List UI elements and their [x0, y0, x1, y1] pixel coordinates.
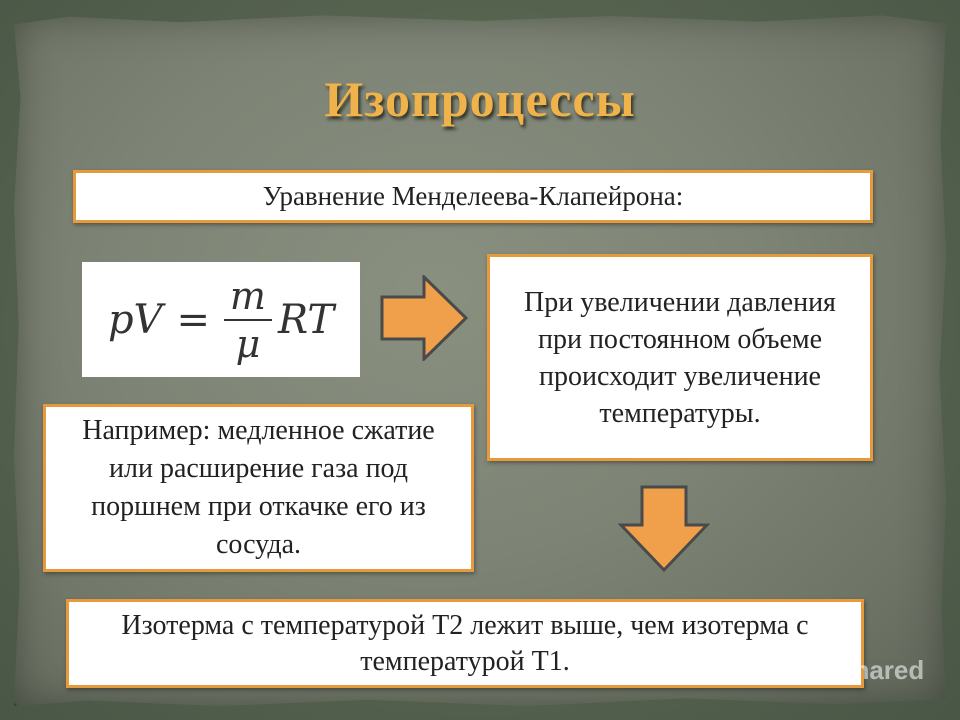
presentation-icon — [766, 658, 796, 683]
example-box: Например: медленное сжатие или расширени… — [43, 404, 474, 572]
example-text: Например: медленное сжатие или расширени… — [82, 415, 435, 560]
watermark: MyShared — [766, 655, 924, 686]
formula-rhs: RT — [277, 296, 335, 343]
formula-numerator: m — [229, 273, 266, 318]
watermark-text: MyShared — [800, 655, 925, 685]
formula-lhs: pV — [107, 296, 163, 343]
formula-fraction: m μ — [223, 273, 272, 366]
arrow-down-icon — [618, 485, 710, 573]
formula-equals: = — [176, 296, 210, 343]
isotherm-text: Изотерма с температурой Т2 лежит выше, ч… — [121, 609, 809, 677]
isotherm-box: Изотерма с температурой Т2 лежит выше, ч… — [66, 599, 864, 688]
formula-denominator: μ — [235, 321, 261, 366]
arrow-down-shape — [618, 485, 710, 573]
pressure-increase-box: При увеличении давления при постоянном о… — [487, 254, 873, 461]
arrow-right-icon — [380, 275, 469, 361]
formula-image: pV = m μ RT — [82, 262, 360, 377]
fraction-bar — [223, 318, 272, 321]
arrow-right-shape — [380, 275, 469, 361]
equation-label: Уравнение Менделеева-Клапейрона: — [262, 181, 684, 211]
equation-label-box: Уравнение Менделеева-Клапейрона: — [73, 170, 873, 223]
pressure-increase-text: При увеличении давления при постоянном о… — [524, 286, 836, 429]
page-title: Изопроцессы — [324, 71, 636, 127]
